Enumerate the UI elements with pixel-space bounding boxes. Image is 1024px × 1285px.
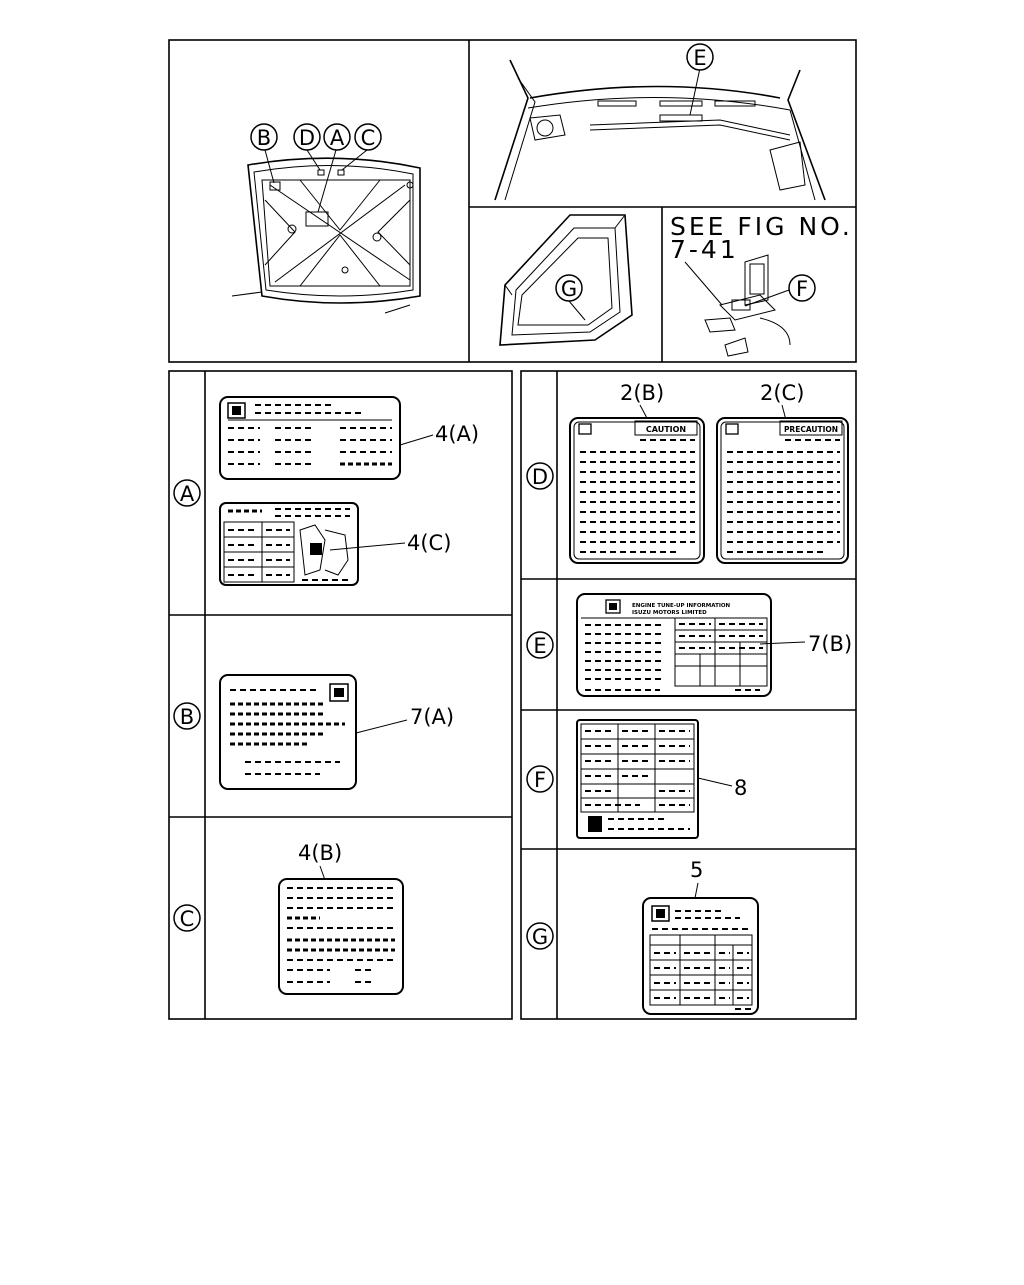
row-g: G 5: [526, 858, 759, 1015]
engine-info-line-1: ENGINE TUNE-UP INFORMATION: [632, 603, 731, 609]
left-detail-column: [168, 370, 513, 1020]
precaution-heading: PRECAUTION: [784, 425, 838, 434]
part-8: 8: [734, 776, 747, 800]
row-b: B 7(A): [173, 674, 454, 790]
row-e: E ENGINE TUNE-UP INFORMATION ISUZU MOTOR…: [526, 593, 852, 697]
callout-e-top: E: [693, 46, 706, 70]
row-c: C 4(B): [173, 841, 404, 995]
row-f-key: F: [534, 768, 546, 792]
part-4b: 4(B): [298, 841, 342, 865]
part-5: 5: [690, 858, 703, 882]
caution-heading: CAUTION: [646, 425, 686, 434]
callout-f-top: F: [796, 277, 808, 301]
reference-line-2: 7-41: [670, 235, 739, 264]
reference-line-1: SEE FIG NO.: [670, 212, 853, 241]
part-2c: 2(C): [760, 381, 804, 405]
row-g-key: G: [532, 925, 548, 949]
row-a-key: A: [180, 482, 195, 506]
engine-bay-illustration: [494, 59, 826, 201]
label-7a: [219, 674, 408, 790]
label-8: [576, 719, 733, 839]
callout-c-top: C: [361, 126, 376, 150]
row-b-key: B: [180, 705, 194, 729]
label-4c: [219, 502, 406, 586]
part-4a: 4(A): [435, 422, 479, 446]
callout-a-top: A: [330, 126, 345, 150]
door-illustration: [499, 214, 633, 346]
right-detail-column: [520, 370, 857, 1020]
row-e-key: E: [533, 634, 546, 658]
part-7b: 7(B): [808, 632, 852, 656]
label-7b: ENGINE TUNE-UP INFORMATION ISUZU MOTORS …: [576, 593, 806, 697]
label-5: [642, 897, 759, 1015]
callout-g-top: G: [561, 277, 577, 301]
label-4a: [219, 396, 434, 480]
label-2c: PRECAUTION: [716, 417, 849, 564]
callout-b-top: B: [257, 126, 271, 150]
label-2b: CAUTION: [569, 417, 705, 564]
label-4b: [278, 878, 404, 995]
hood-illustration: [231, 149, 421, 314]
row-d: D 2(B) 2(C) CAUTION: [526, 381, 849, 564]
engine-info-line-2: ISUZU MOTORS LIMITED: [632, 610, 707, 616]
reference-illustration: SEE FIG NO. 7-41: [670, 212, 853, 357]
overview-panel: [168, 39, 857, 363]
row-c-key: C: [180, 907, 195, 931]
top-callouts: B D A C E G F: [250, 43, 816, 321]
row-a: A 4(A): [173, 396, 479, 586]
part-4c: 4(C): [407, 531, 451, 555]
row-d-key: D: [532, 465, 548, 489]
part-7a: 7(A): [410, 705, 454, 729]
callout-d-top: D: [299, 126, 315, 150]
part-2b: 2(B): [620, 381, 664, 405]
row-f: F 8: [526, 719, 747, 839]
